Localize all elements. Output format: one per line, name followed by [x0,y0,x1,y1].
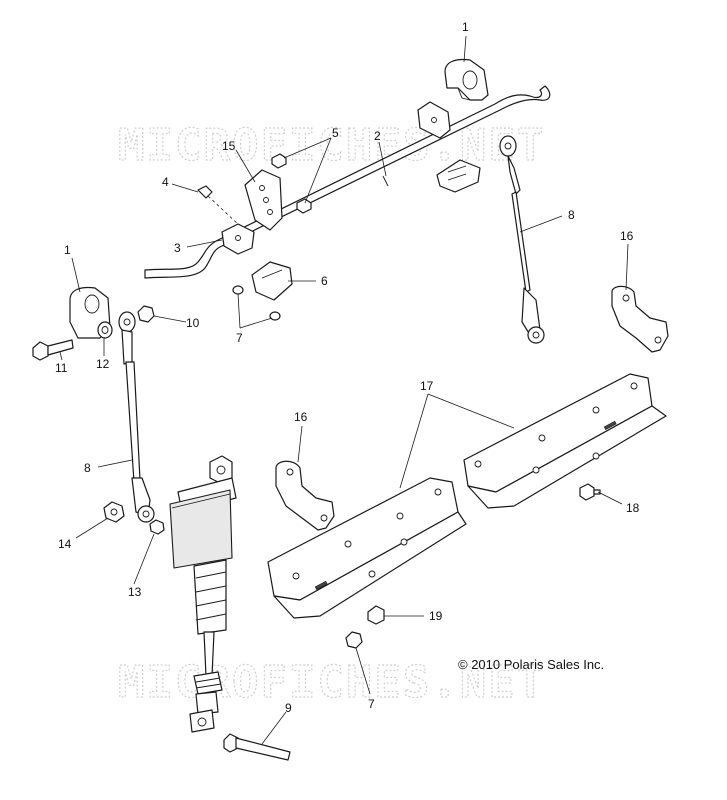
leader-lines [59,35,629,745]
callout-2: 2 [374,129,381,143]
nut-7-lower [345,631,363,649]
bolt-9 [223,733,291,761]
callout-19: 19 [429,609,443,623]
callouts: 1 2 3 4 5 6 7 8 15 16 1 10 11 12 8 14 13… [55,20,640,715]
callout-1-left: 1 [64,243,71,257]
callout-3: 3 [174,241,181,255]
bolt-19 [367,605,385,625]
bushing-top [444,58,489,101]
callout-1-top: 1 [462,20,469,34]
rail-right [463,373,667,509]
link-rod-right [499,135,545,344]
callout-9: 9 [285,701,292,715]
stabilizer-bar [144,85,551,279]
callout-10: 10 [186,316,200,330]
callout-12: 12 [96,357,110,371]
callout-11: 11 [55,361,68,375]
clamp-upper [417,101,451,139]
rail-left [267,477,467,619]
clamp-lower [221,223,255,255]
bolt-18 [579,483,601,501]
bracket-15 [244,169,283,231]
callout-7-lower: 7 [368,697,375,711]
clamp-6 [251,261,293,301]
watermark-top: MICROFICHES.NET [118,120,545,171]
callout-7-upper: 7 [236,331,243,345]
callout-17: 17 [420,379,434,393]
clamp-right [436,159,481,193]
callout-16-left: 16 [294,410,308,424]
bolt-11 [32,339,74,361]
shock-absorber [169,455,237,733]
callout-18: 18 [626,501,640,515]
nut-7b [269,311,281,321]
callout-5: 5 [332,126,339,140]
callout-16-right: 16 [620,229,634,243]
bolt-5b [296,198,312,214]
bracket-16-right [611,285,669,353]
bracket-16-left [275,460,335,531]
callout-4: 4 [162,175,169,189]
callout-8-right: 8 [568,208,575,222]
link-rod-left [118,311,155,523]
callout-8-left: 8 [84,461,91,475]
clip-4 [197,185,241,227]
callout-14: 14 [58,537,72,551]
callout-15: 15 [222,139,236,153]
nut-13 [149,519,165,535]
nut-7a [232,285,244,295]
watermark-bottom: MICROFICHES.NET [118,657,545,708]
copyright-notice: © 2010 Polaris Sales Inc. [458,657,604,672]
bolt-5a [271,153,287,169]
callout-13: 13 [128,585,142,599]
callout-6: 6 [321,274,328,288]
nut-10 [137,305,155,323]
